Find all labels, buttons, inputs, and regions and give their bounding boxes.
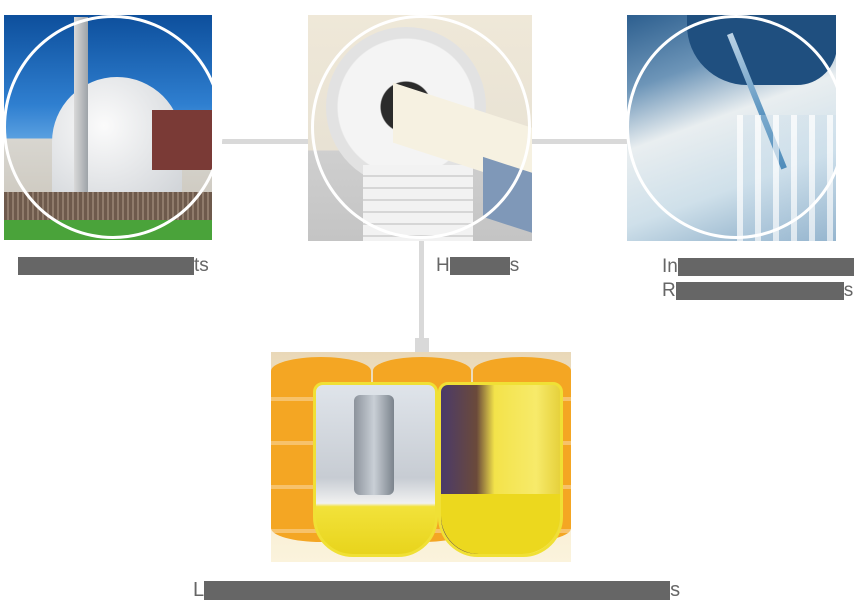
connector-hospital-waste — [419, 240, 424, 340]
lab-ring — [626, 15, 846, 239]
redaction-bar — [18, 256, 194, 275]
connector-junction-block — [415, 338, 429, 352]
redaction-bar — [449, 256, 510, 275]
waste-drums-photo — [271, 352, 571, 562]
label-nuclear-plants: ts — [18, 254, 209, 278]
redaction-bar — [675, 281, 844, 300]
drum-cutaway-right — [438, 382, 563, 557]
ct-scanner-ring — [311, 15, 531, 239]
label-industry-research-line1: In — [662, 255, 854, 279]
connector-plant-hospital — [222, 139, 312, 144]
drum-cutaway-left — [313, 382, 438, 557]
redaction-bar — [677, 257, 854, 276]
drum-base-right — [441, 494, 560, 554]
nuclear-plant-ring — [3, 15, 223, 239]
connector-hospital-lab — [530, 139, 628, 144]
waste-canister — [354, 395, 394, 495]
redaction-bar — [204, 581, 671, 601]
